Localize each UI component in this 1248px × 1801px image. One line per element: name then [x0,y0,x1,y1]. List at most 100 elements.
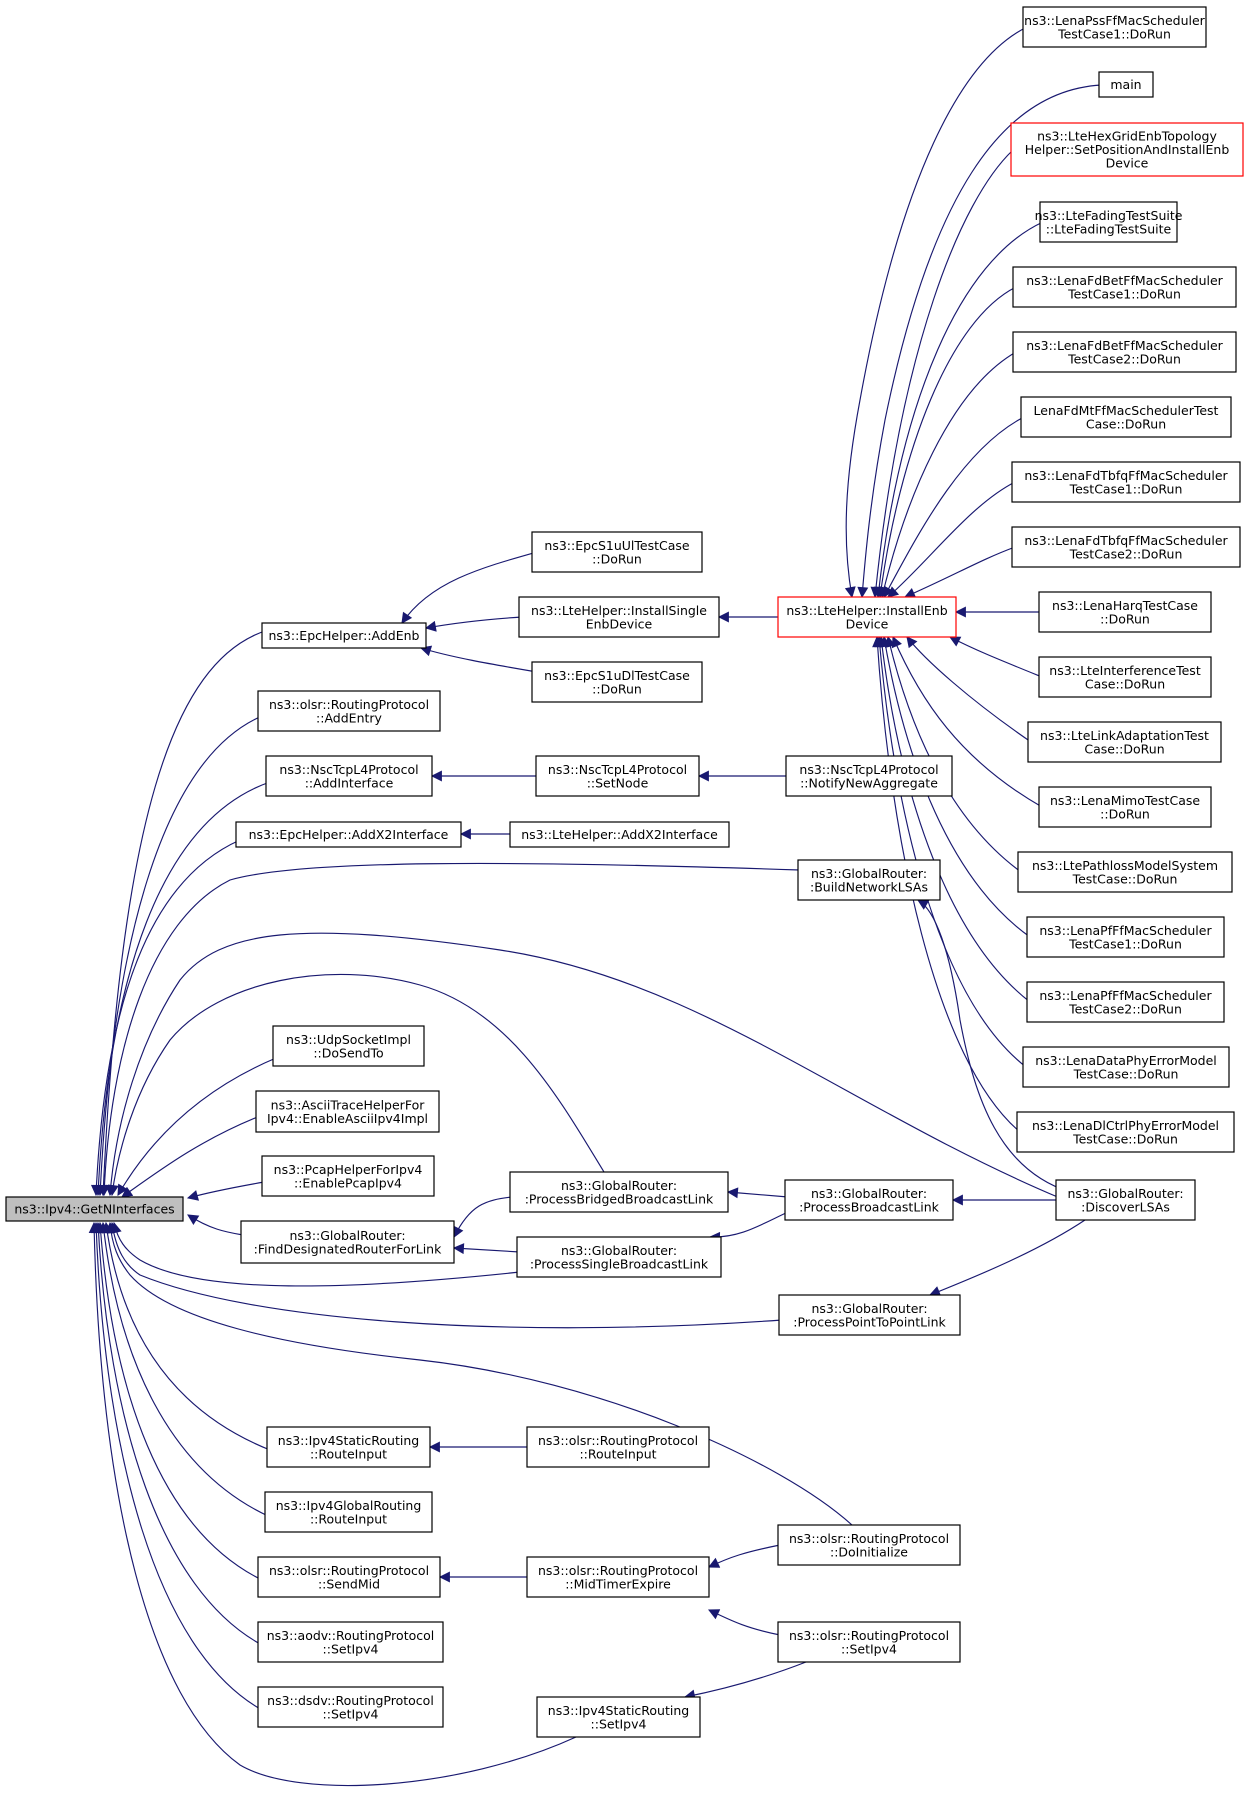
edge-dsdv [90,1221,263,1711]
node-label-line: ns3::aodv::RoutingProtocol [267,1628,435,1643]
node-box [777,596,957,638]
node-label-line: ns3::LenaDlCtrlPhyErrorModel [1032,1118,1219,1133]
node-label-line: ns3::EpcS1uUlTestCase [544,538,689,553]
node-lte-addx2[interactable]: ns3::LteHelper::AddX2Interface [509,821,730,848]
node-label-line: ns3::Ipv4StaticRouting [278,1433,419,1448]
node-box [1011,526,1241,568]
edge-pathloss [884,635,1022,873]
node-label-line: :FindDesignatedRouterForLink [254,1241,442,1256]
node-olsr-addentry[interactable]: ns3::olsr::RoutingProtocol::AddEntry [257,690,441,732]
node-label-line: Ipv4::EnableAsciiIpv4Impl [267,1111,428,1126]
node-olsr-midtimer[interactable]: ns3::olsr::RoutingProtocol::MidTimerExpi… [526,1556,710,1598]
node-label-line: Device [1106,156,1149,171]
nodes-layer: ns3::Ipv4::GetNInterfaces ns3::EpcHelper:… [5,6,1244,1738]
node-ascii[interactable]: ns3::AsciiTraceHelperForIpv4::EnableAsci… [255,1090,440,1133]
node-fdtbfq1[interactable]: ns3::LenaFdTbfqFfMacSchedulerTestCase1::… [1011,461,1241,503]
edge-gr-discover [105,932,1061,1199]
node-box [509,1171,729,1213]
node-box [235,821,462,848]
node-udp-dosendto[interactable]: ns3::UdpSocketImpl::DoSendTo [272,1025,425,1067]
edge-epc-addx2 [90,839,241,1197]
node-fdbet2[interactable]: ns3::LenaFdBetFfMacSchedulerTestCase2::D… [1012,331,1237,373]
node-box [1020,396,1232,438]
node-dsdv-setipv4[interactable]: ns3::dsdv::RoutingProtocol::SetIpv4 [257,1686,444,1728]
node-box [509,821,730,848]
node-fdtbfq2[interactable]: ns3::LenaFdTbfqFfMacSchedulerTestCase2::… [1011,526,1241,568]
node-pss1[interactable]: ns3::LenaPssFfMacSchedulerTestCase1::DoR… [1022,6,1207,48]
node-label-line: ns3::EpcHelper::AddEnb [268,628,419,643]
node-box [531,661,703,703]
node-aodv-setipv4[interactable]: ns3::aodv::RoutingProtocol::SetIpv4 [257,1621,444,1663]
node-label-line: ns3::olsr::RoutingProtocol [789,1628,949,1643]
node-dlctrl[interactable]: ns3::LenaDlCtrlPhyErrorModelTestCase::Do… [1016,1111,1235,1153]
node-pf2[interactable]: ns3::LenaPfFfMacSchedulerTestCase2::DoRu… [1026,981,1225,1023]
node-hexgrid[interactable]: ns3::LteHexGridEnbTopologyHelper::SetPos… [1010,122,1244,177]
node-gr-bridged[interactable]: ns3::GlobalRouter::ProcessBridgedBroadca… [509,1171,729,1213]
edge-gr-buildnet [98,862,801,1197]
node-box [1010,122,1244,177]
node-gr-fdr[interactable]: ns3::GlobalRouter::FindDesignatedRouterF… [240,1220,455,1264]
node-fdbet1[interactable]: ns3::LenaFdBetFfMacSchedulerTestCase1::D… [1012,266,1237,308]
node-dataphy[interactable]: ns3::LenaDataPhyErrorModelTestCase::DoRu… [1022,1046,1230,1088]
node-label-line: ns3::LteHexGridEnbTopology [1037,129,1217,144]
node-olsr-sendmid[interactable]: ns3::olsr::RoutingProtocol::SendMid [257,1556,441,1598]
node-box [266,1426,431,1468]
node-pathloss[interactable]: ns3::LtePathlossModelSystemTestCase::DoR… [1017,851,1233,893]
node-gr-broadcast[interactable]: ns3::GlobalRouter::ProcessBroadcastLink [784,1179,954,1221]
node-box [777,1524,961,1566]
node-label-line: ::SetIpv4 [591,1716,647,1731]
node-label-line: ::NotifyNewAggregate [800,775,938,790]
node-label-line: ns3::GlobalRouter: [1067,1186,1183,1201]
node-nsc-addif[interactable]: ns3::NscTcpL4Protocol::AddInterface [265,755,433,797]
node-label-line: ns3::LenaPfFfMacScheduler [1039,988,1212,1003]
node-box [265,755,433,797]
node-gr-discover[interactable]: ns3::GlobalRouter::DiscoverLSAs [1055,1179,1196,1221]
node-ipv4global-routeinput[interactable]: ns3::Ipv4GlobalRouting::RouteInput [264,1491,433,1533]
node-gr-single[interactable]: ns3::GlobalRouter::ProcessSingleBroadcas… [516,1236,722,1278]
edge-gr-p2p [108,1221,783,1329]
node-label-line: TestCase::DoRun [1072,1131,1178,1146]
node-root[interactable]: ns3::Ipv4::GetNInterfaces [5,1196,184,1222]
node-label-line: ::SetIpv4 [323,1641,379,1656]
edge-gr-fdr [187,1214,244,1236]
edge-setipv4-midtimer [708,1609,781,1636]
node-box [1055,1179,1196,1221]
node-gr-p2p[interactable]: ns3::GlobalRouter::ProcessPointToPointLi… [778,1294,961,1336]
node-gr-buildnet[interactable]: ns3::GlobalRouter::BuildNetworkLSAs [797,859,941,901]
edge-fdmt [883,416,1025,598]
node-label-line: ::MidTimerExpire [565,1576,671,1591]
node-label-line: ::DoSendTo [313,1045,383,1060]
node-harq[interactable]: ns3::LenaHarqTestCase::DoRun [1038,591,1212,633]
node-label-line: TestCase::DoRun [1073,1066,1179,1081]
node-mimo[interactable]: ns3::LenaMimoTestCase::DoRun [1038,786,1212,828]
node-label-line: TestCase::DoRun [1072,871,1178,886]
node-label-line: :ProcessPointToPointLink [793,1314,946,1329]
node-nsc-setnode[interactable]: ns3::NscTcpL4Protocol::SetNode [535,755,700,797]
node-label-line: ns3::LenaFdTbfqFfMacScheduler [1024,468,1228,483]
node-pcap[interactable]: ns3::PcapHelperForIpv4::EnablePcapIpv4 [261,1155,435,1197]
node-main[interactable]: main [1098,71,1154,98]
node-label-line: ::DoRun [1100,611,1150,626]
node-label-line: ns3::LtePathlossModelSystem [1032,858,1218,873]
node-nsc-notify[interactable]: ns3::NscTcpL4Protocol::NotifyNewAggregat… [785,755,953,797]
node-pf1[interactable]: ns3::LenaPfFfMacSchedulerTestCase1::DoRu… [1026,916,1225,958]
node-label-line: ns3::EpcS1uDlTestCase [544,668,690,683]
node-s1udl[interactable]: ns3::EpcS1uDlTestCase::DoRun [531,661,703,703]
node-olsr-setipv4[interactable]: ns3::olsr::RoutingProtocol::SetIpv4 [777,1621,961,1663]
node-ipv4static-routeinput[interactable]: ns3::Ipv4StaticRouting::RouteInput [266,1426,431,1468]
node-s1uul[interactable]: ns3::EpcS1uUlTestCase::DoRun [531,531,703,573]
node-label-line: ::EnablePcapIpv4 [294,1175,402,1190]
node-addenb[interactable]: ns3::EpcHelper::AddEnb [261,622,427,649]
edge-olsr-sendmid [95,1221,263,1581]
node-epc-addx2[interactable]: ns3::EpcHelper::AddX2Interface [235,821,462,848]
node-ipv4static-setipv4[interactable]: ns3::Ipv4StaticRouting::SetIpv4 [536,1696,701,1738]
node-olsr-doinit[interactable]: ns3::olsr::RoutingProtocol::DoInitialize [777,1524,961,1566]
node-fading[interactable]: ns3::LteFadingTestSuite::LteFadingTestSu… [1035,201,1183,243]
node-olsr-routeinput[interactable]: ns3::olsr::RoutingProtocol::RouteInput [526,1426,710,1468]
node-box [272,1025,425,1067]
